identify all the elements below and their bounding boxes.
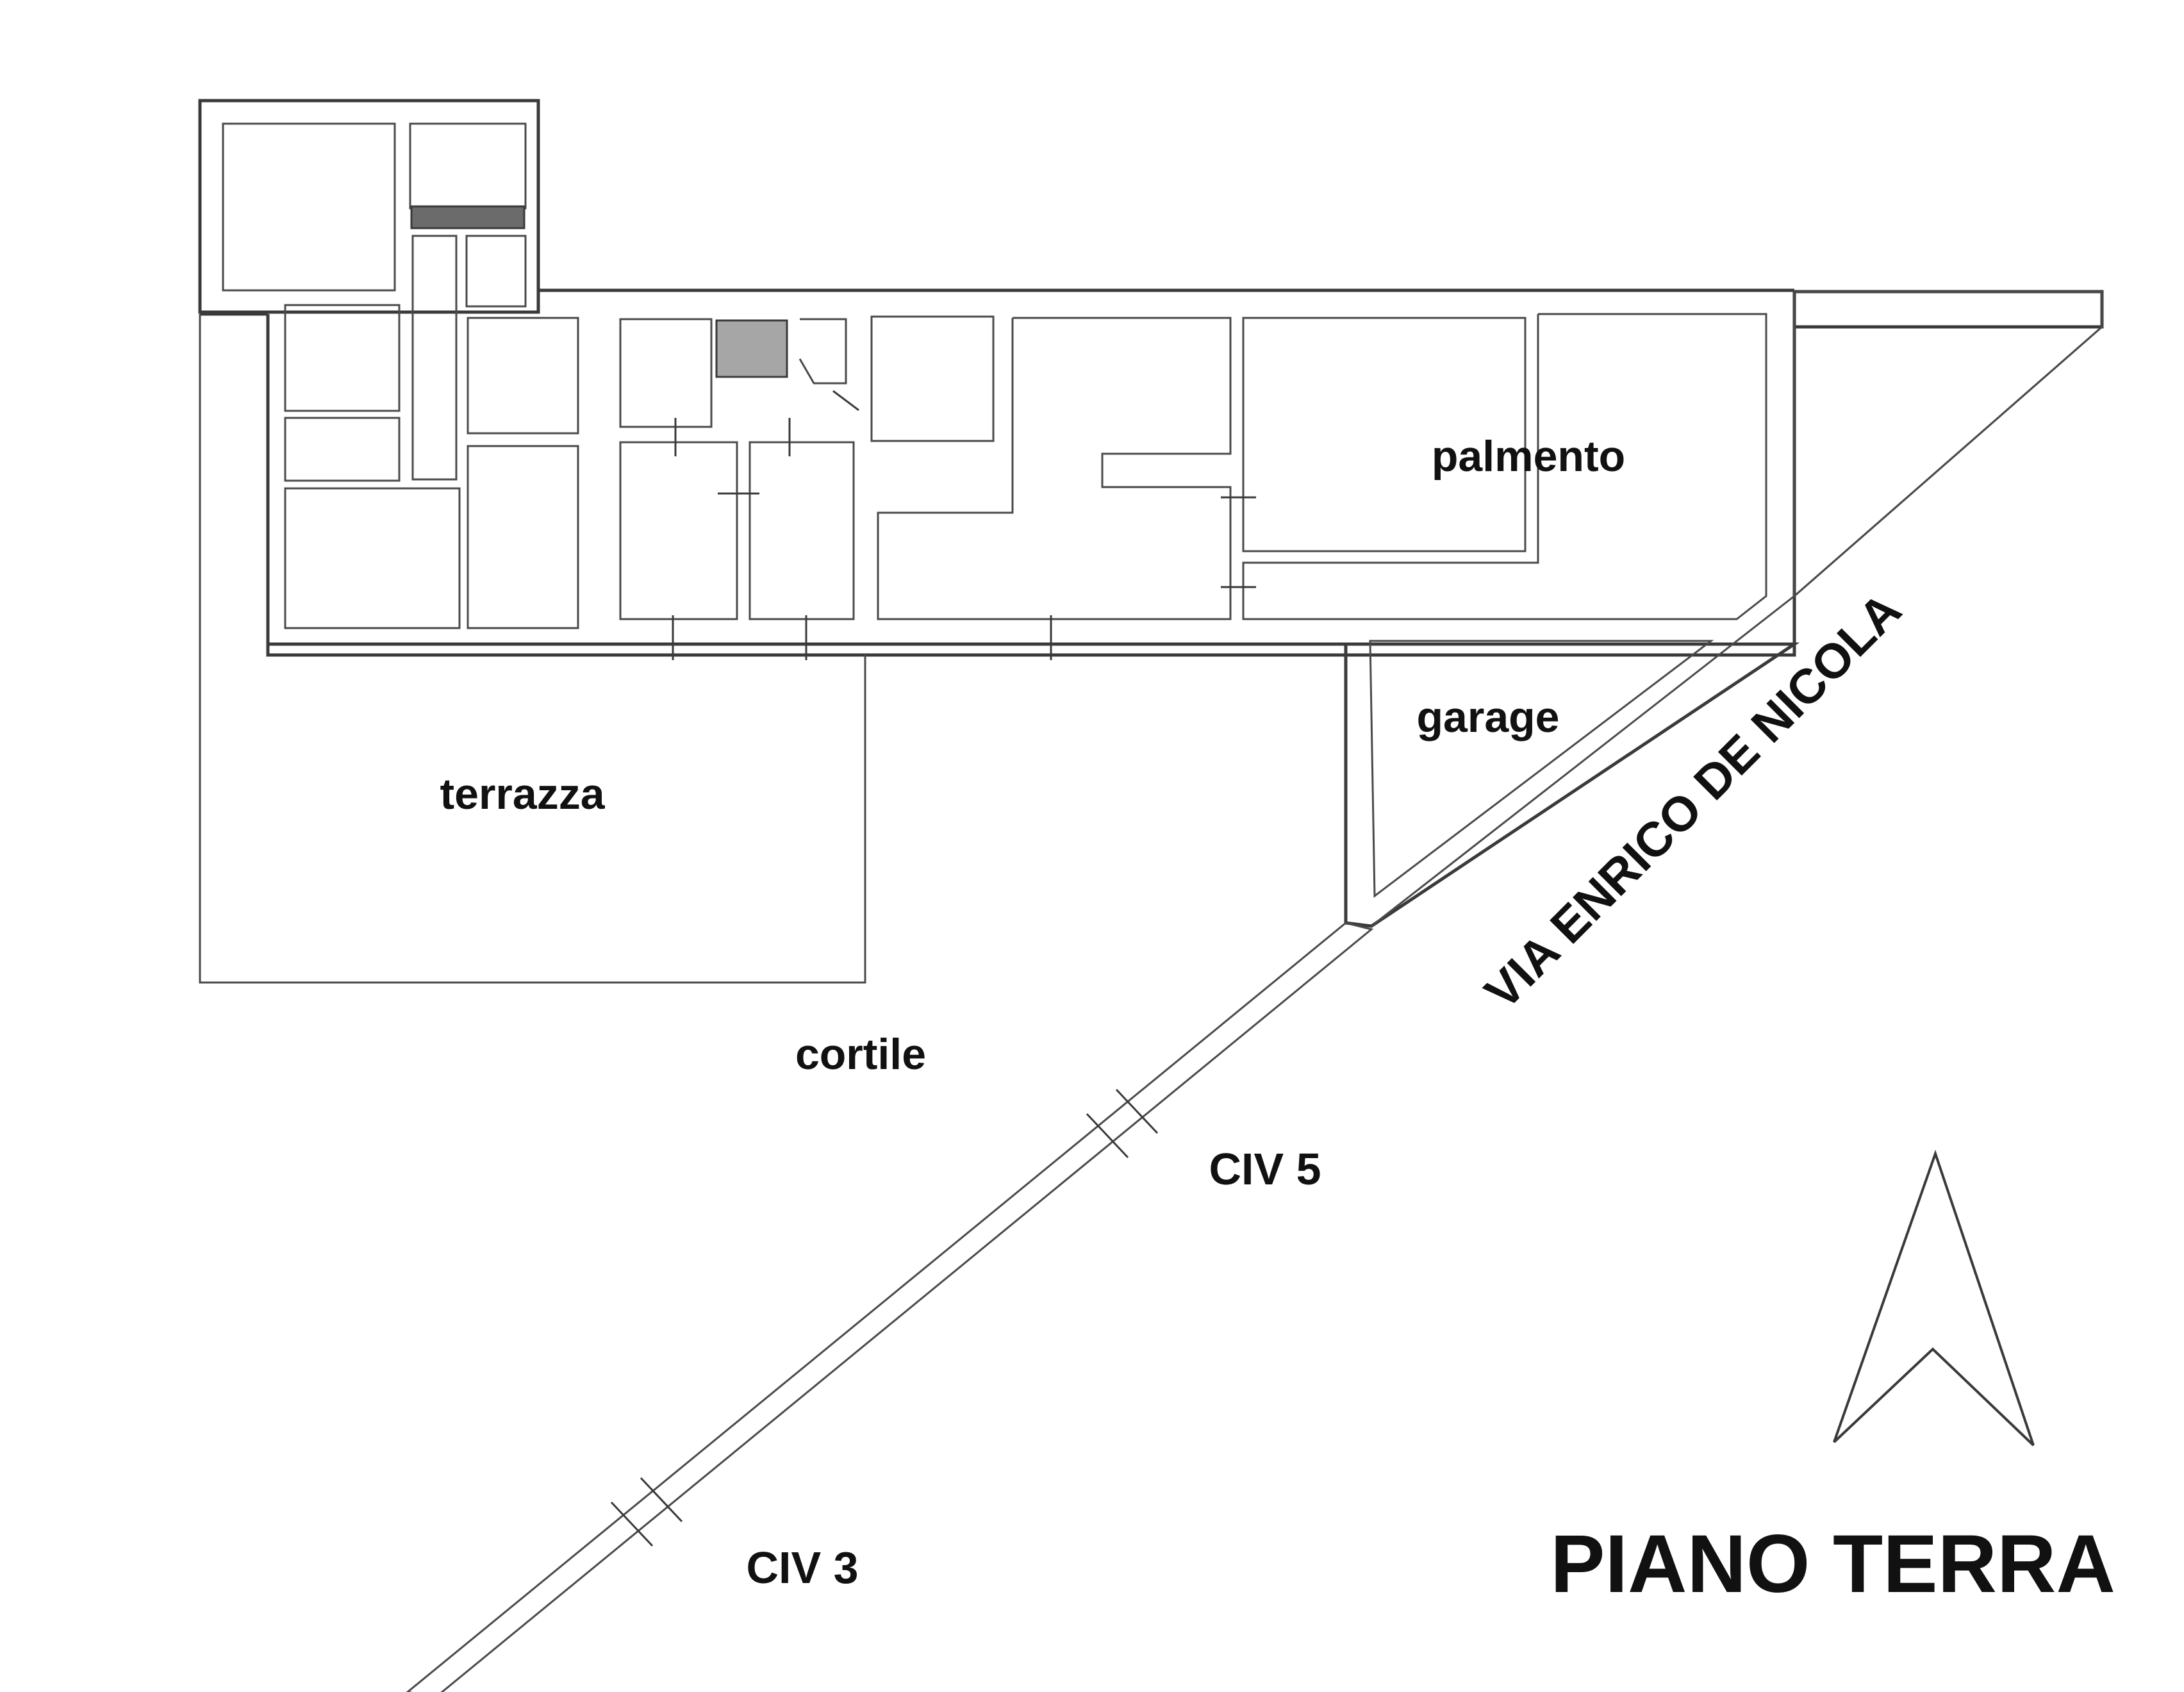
label-garage: garage <box>1417 693 1560 742</box>
street-name: VIA ENRICO DE NICOLA <box>1475 583 1912 1020</box>
label-terrazza: terrazza <box>440 770 605 818</box>
stair-block <box>410 205 525 229</box>
north-wing <box>198 99 540 481</box>
shaft-block <box>715 319 788 378</box>
label-cortile: cortile <box>795 1030 926 1079</box>
label-civ-5: CIV 5 <box>1209 1144 1321 1194</box>
street-boundary-wall <box>406 290 2103 1692</box>
outdoor-areas <box>199 314 866 984</box>
drawing-title: PIANO TERRA <box>1550 1518 2115 1610</box>
main-building <box>200 288 2104 657</box>
north-arrow-icon <box>1833 1149 2035 1447</box>
label-palmento: palmento <box>1432 432 1625 481</box>
door-marks <box>672 390 1256 660</box>
label-civ-3: CIV 3 <box>746 1543 858 1593</box>
